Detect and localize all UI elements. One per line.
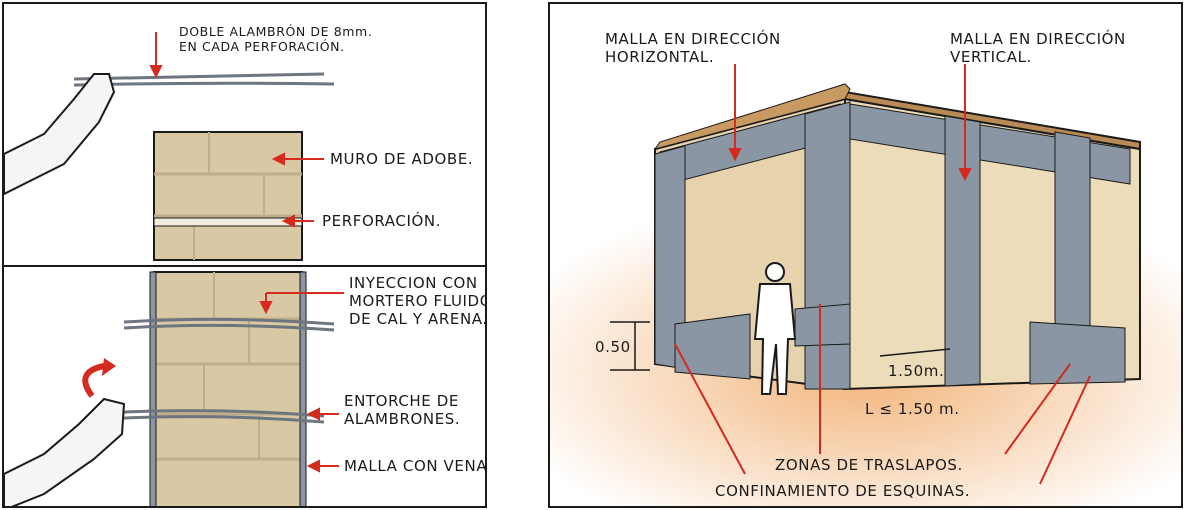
label-malla: MALLA CON VENA. bbox=[344, 457, 487, 475]
leader-entorche-head bbox=[306, 407, 320, 421]
leader-vertical-head bbox=[958, 168, 972, 182]
label-traslapos: ZONAS DE TRASLAPOS. bbox=[775, 456, 963, 474]
twist-arrowhead-icon bbox=[102, 358, 116, 376]
right-illustration: MALLA EN DIRECCIÓN HORIZONTAL. MALLA EN … bbox=[550, 29, 1181, 506]
twist-arrow-icon bbox=[82, 363, 105, 398]
label-inyeccion-line1: INYECCION CON bbox=[349, 274, 478, 292]
label-horizontal-line2: HORIZONTAL. bbox=[605, 48, 714, 66]
adobe-wall-lower bbox=[149, 271, 307, 506]
mesh-strips bbox=[654, 101, 1131, 390]
label-confinamiento: CONFINAMIENTO DE ESQUINAS. bbox=[715, 482, 970, 500]
dim-150-line bbox=[879, 348, 951, 357]
leader-doble-head bbox=[149, 65, 163, 79]
leader-malla-head bbox=[306, 459, 320, 473]
leader-inyeccion-head bbox=[259, 301, 273, 315]
label-dim-L: L ≤ 1.50 m. bbox=[865, 400, 960, 418]
leader-confinamiento-1 bbox=[674, 343, 746, 475]
label-doble-line2: EN CADA PERFORACIÓN. bbox=[179, 39, 345, 54]
label-vertical-line2: VERTICAL. bbox=[950, 48, 1032, 66]
wire-rods bbox=[73, 72, 335, 424]
gloved-hand-top bbox=[4, 73, 116, 196]
person-figure-icon bbox=[753, 262, 797, 395]
label-muro: MURO DE ADOBE. bbox=[330, 150, 473, 168]
label-entorche-line1: ENTORCHE DE bbox=[344, 392, 459, 410]
label-perforacion: PERFORACIÓN. bbox=[322, 211, 441, 230]
label-inyeccion-line3: DE CAL Y ARENA. bbox=[349, 310, 487, 328]
label-dim-050: 0.50 bbox=[595, 338, 631, 356]
leader-muro-head bbox=[271, 152, 285, 166]
label-inyeccion-line2: MORTERO FLUIDO bbox=[349, 292, 487, 310]
leader-horizontal-head bbox=[728, 148, 742, 162]
label-entorche-line2: ALAMBRONES. bbox=[344, 410, 460, 428]
label-doble-line1: DOBLE ALAMBRÓN DE 8mm. bbox=[179, 24, 372, 39]
label-vertical-line1: MALLA EN DIRECCIÓN bbox=[950, 29, 1126, 48]
leader-traslapos-2 bbox=[1004, 363, 1071, 455]
adobe-wall-upper bbox=[153, 131, 303, 261]
right-illustration-panel: MALLA EN DIRECCIÓN HORIZONTAL. MALLA EN … bbox=[548, 2, 1183, 508]
leader-perforacion-head bbox=[281, 214, 295, 228]
label-dim-150: 1.50m. bbox=[888, 362, 944, 380]
gloved-hand-bottom bbox=[4, 358, 126, 506]
left-illustration: DOBLE ALAMBRÓN DE 8mm. EN CADA PERFORACI… bbox=[4, 24, 487, 506]
left-illustration-panel: DOBLE ALAMBRÓN DE 8mm. EN CADA PERFORACI… bbox=[2, 2, 487, 508]
leader-confinamiento-2 bbox=[1039, 375, 1091, 485]
label-horizontal-line1: MALLA EN DIRECCIÓN bbox=[605, 29, 781, 48]
